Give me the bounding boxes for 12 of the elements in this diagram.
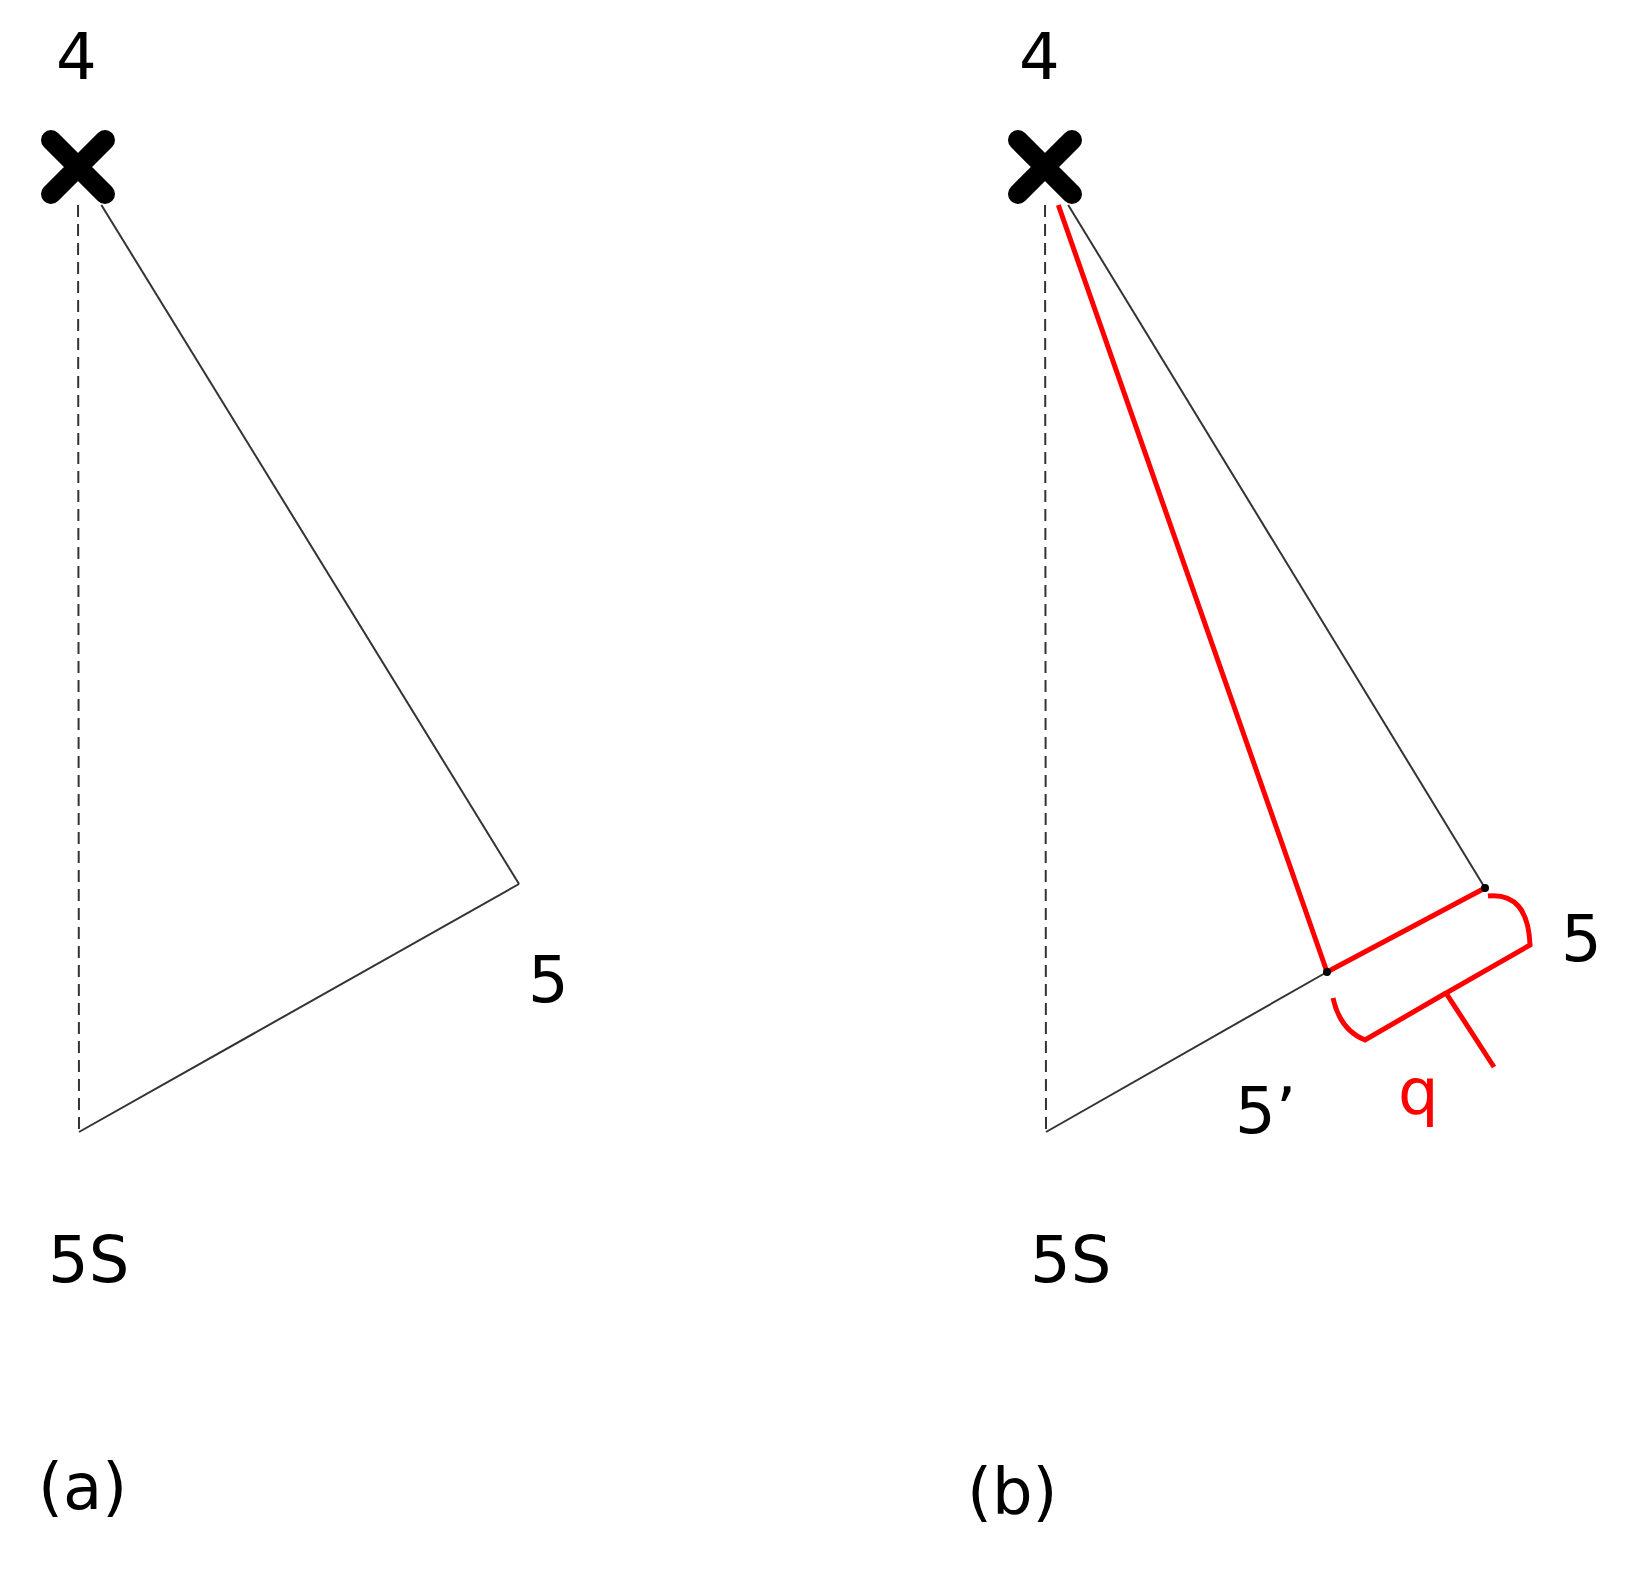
- line: [78, 883, 520, 1133]
- line: [1055, 204, 1330, 973]
- point-label: 5: [528, 948, 569, 1012]
- line: [100, 204, 520, 885]
- point-label: 5S: [1030, 1228, 1112, 1292]
- point-label: 4: [56, 25, 97, 89]
- point-label: 5: [1561, 907, 1602, 971]
- point-label: 5S: [48, 1228, 130, 1292]
- panel-label: (a): [38, 1455, 128, 1519]
- point-label: 4: [1019, 25, 1060, 89]
- panel-label: (b): [967, 1460, 1058, 1524]
- point-label: 5’: [1235, 1079, 1297, 1143]
